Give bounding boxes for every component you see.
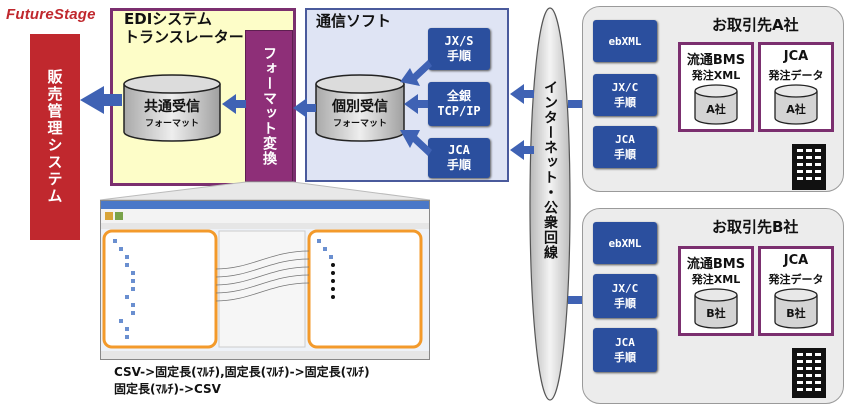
protocol-line1: JCA	[615, 336, 635, 349]
common-receive-label: 共通受信	[144, 99, 200, 115]
network-label-box: インターネット・公衆回線	[536, 80, 564, 330]
edi-title-line2: トランスレーター	[124, 28, 244, 46]
network-ellipse	[529, 7, 571, 401]
partner-b-protocol-ebxml: ebXML	[593, 222, 657, 264]
brand-logo: FutureStage	[6, 6, 96, 23]
jca-line1: JCA	[783, 49, 809, 64]
sales-management-system-box: 販売管理システム	[30, 34, 80, 240]
conversion-line2: 固定長(ﾏﾙﾁ)->CSV	[114, 382, 221, 396]
comm-protocol-jca: JCA 手順	[428, 138, 490, 178]
database-cylinder-icon	[315, 74, 405, 142]
bms-line1: 流通BMS	[686, 53, 746, 68]
partner-a-title: お取引先A社	[712, 16, 799, 34]
db-label: A社	[706, 103, 726, 116]
mapping-tool-illustration	[101, 201, 429, 359]
edi-translator-title: EDIシステム トランスレーター	[124, 10, 244, 46]
arrow-network-to-comm-top	[510, 84, 534, 104]
partner-a-protocol-ebxml: ebXML	[593, 20, 657, 62]
arrow-to-format-conversion	[293, 98, 316, 118]
protocol-line1: JX/C	[611, 81, 639, 94]
jca-line2: 発注データ	[768, 69, 824, 82]
building-icon	[792, 348, 826, 398]
protocol-line2: TCP/IP	[437, 104, 481, 118]
partner-b-protocol-jxc: JX/C 手順	[593, 274, 657, 318]
db-label: A社	[786, 103, 806, 116]
bms-line2: 発注XML	[691, 273, 741, 286]
protocol-line1: 全銀	[446, 89, 471, 103]
partner-b-protocol-jca: JCA 手順	[593, 328, 657, 372]
bms-line2: 発注XML	[691, 69, 741, 82]
arrow-jxs-to-db	[400, 60, 432, 86]
partner-a-protocol-jxc: JX/C 手順	[593, 74, 657, 116]
format-conversion-bar: フォーマット変換	[245, 30, 293, 182]
individual-receive-database: 個別受信 フォーマット	[314, 74, 406, 142]
arrow-zengin-to-db	[404, 94, 428, 114]
arrow-jca-to-db	[400, 130, 432, 156]
comm-protocol-jxs: JX/S 手順	[428, 28, 490, 70]
jca-line1: JCA	[783, 253, 809, 268]
db-label: B社	[786, 307, 806, 320]
database-cylinder-icon	[774, 84, 818, 125]
bms-line1: 流通BMS	[686, 257, 746, 272]
db-label: B社	[706, 307, 726, 320]
partner-b-title: お取引先B社	[712, 218, 799, 236]
partner-a-bms-db: A社	[693, 84, 739, 126]
individual-receive-label: 個別受信	[332, 99, 388, 115]
database-cylinder-icon	[774, 288, 818, 329]
format-conversion-label: フォーマット変換	[261, 46, 277, 166]
protocol-line1: ebXML	[608, 34, 642, 48]
protocol-line2: 手順	[614, 148, 636, 161]
partner-a-jca-db: A社	[773, 84, 819, 126]
database-cylinder-icon	[123, 74, 221, 142]
conversion-caption: CSV->固定長(ﾏﾙﾁ),固定長(ﾏﾙﾁ)->固定長(ﾏﾙﾁ) 固定長(ﾏﾙﾁ)…	[114, 364, 370, 398]
callout-wedge	[99, 181, 431, 201]
protocol-line1: JX/S	[444, 34, 474, 48]
protocol-line1: JX/C	[611, 282, 639, 295]
partner-a-protocol-jca: JCA 手順	[593, 126, 657, 168]
arrow-to-common-receive	[222, 94, 246, 114]
building-icon	[792, 144, 826, 190]
common-receive-sub: フォーマット	[144, 119, 199, 129]
individual-receive-sub: フォーマット	[332, 119, 387, 129]
protocol-line2: 手順	[614, 297, 636, 310]
partner-b-bms-box: 流通BMS 発注XML	[678, 246, 754, 336]
partner-b-jca-db: B社	[773, 288, 819, 330]
protocol-line2: 手順	[614, 351, 636, 364]
protocol-line1: JCA	[448, 143, 470, 157]
mapping-tool-screenshot	[100, 200, 430, 360]
database-cylinder-icon	[694, 288, 738, 329]
common-receive-database: 共通受信 フォーマット	[122, 74, 222, 142]
protocol-line2: 手順	[446, 158, 471, 172]
conversion-line1: CSV->固定長(ﾏﾙﾁ),固定長(ﾏﾙﾁ)->固定長(ﾏﾙﾁ)	[114, 365, 370, 379]
jca-line2: 発注データ	[768, 273, 824, 286]
protocol-line1: ebXML	[608, 236, 642, 250]
communication-software-title: 通信ソフト	[316, 12, 392, 30]
arrow-network-to-comm-bottom	[510, 140, 534, 160]
sales-management-label: 販売管理システム	[45, 69, 64, 205]
protocol-line2: 手順	[614, 96, 636, 109]
arrow-to-sales	[80, 86, 122, 114]
protocol-line2: 手順	[446, 49, 471, 63]
network-label: インターネット・公衆回線	[542, 80, 558, 260]
edi-title-line1: EDIシステム	[124, 10, 212, 28]
partner-b-bms-db: B社	[693, 288, 739, 330]
comm-protocol-zengin: 全銀 TCP/IP	[428, 82, 490, 126]
database-cylinder-icon	[694, 84, 738, 125]
protocol-line1: JCA	[615, 133, 635, 146]
